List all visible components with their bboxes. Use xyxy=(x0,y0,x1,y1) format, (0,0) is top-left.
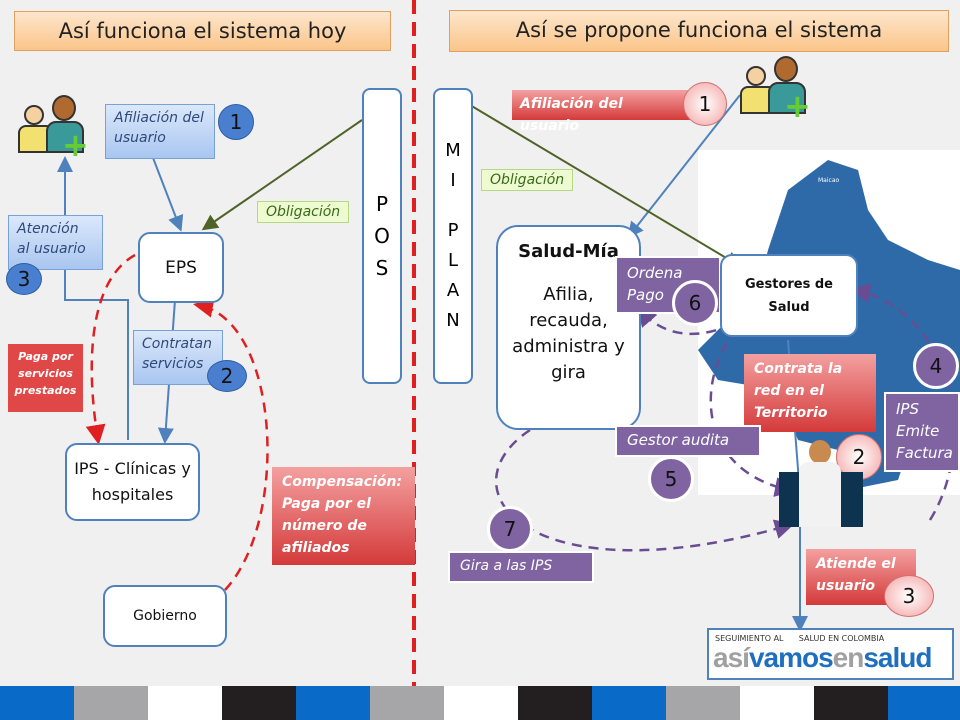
miplan-letter: P xyxy=(447,220,459,241)
logo-tagline: SEGUIMIENTO AL SALUD EN COLOMBIA xyxy=(715,634,885,643)
saludmia-text: Afilia, recauda, administra y gira xyxy=(512,284,625,383)
divider xyxy=(412,0,416,690)
step-1-badge: 1 xyxy=(218,104,254,140)
miplan-letter: L xyxy=(447,250,459,271)
afiliacion-label: Afiliación del usuario xyxy=(105,104,215,159)
left-title: Así funciona el sistema hoy xyxy=(14,11,391,51)
users-icon: + xyxy=(18,95,90,161)
users-icon: + xyxy=(740,56,812,122)
pos-letter: P xyxy=(375,192,389,216)
ips-factura-label: IPS Emite Factura xyxy=(884,392,960,472)
logo-word: en xyxy=(832,642,865,673)
gestores-box: Gestores de Salud xyxy=(720,254,858,337)
asivamosensalud-logo: SEGUIMIENTO AL SALUD EN COLOMBIA asívamo… xyxy=(707,628,954,680)
logo-word: vamos xyxy=(748,642,834,673)
step-2-badge: 2 xyxy=(207,360,247,392)
afiliacion-right-label: Afiliación del usuario xyxy=(512,90,692,134)
right-title: Así se propone funciona el sistema xyxy=(449,10,949,52)
pos-letter: O xyxy=(374,224,390,248)
ips-box: IPS - Clínicas y hospitales xyxy=(65,443,200,521)
miplan-box: M I P L A N xyxy=(433,88,473,384)
step-2-right-badge: 2 xyxy=(836,434,882,480)
step-1-right-badge: 1 xyxy=(683,82,727,126)
gira-label: Gira a las IPS xyxy=(448,551,594,583)
saludmia-title: Salud-Mía xyxy=(518,241,619,262)
pos-letter: S xyxy=(375,256,389,280)
miplan-letter: M xyxy=(445,140,461,161)
doctor-image xyxy=(779,440,863,527)
pos-box: P O S xyxy=(362,88,402,384)
gestor-audita-label: Gestor audita xyxy=(615,425,761,457)
step-4-badge: 4 xyxy=(913,343,959,389)
logo-word: así xyxy=(713,642,750,673)
miplan-letter: A xyxy=(446,280,460,301)
gobierno-box: Gobierno xyxy=(103,585,227,647)
miplan-letter: N xyxy=(446,310,460,331)
step-5-badge: 5 xyxy=(648,456,694,502)
step-3-badge: 3 xyxy=(6,263,42,295)
miplan-letter: I xyxy=(450,170,456,191)
paga-servicios-label: Paga por servicios prestados xyxy=(8,344,83,412)
eps-box: EPS xyxy=(138,232,224,303)
logo-word: salud xyxy=(863,642,932,673)
step-3-right-badge: 3 xyxy=(884,575,934,617)
atencion-label: Atención al usuario xyxy=(8,215,103,270)
obligacion-label: Obligación xyxy=(257,201,350,223)
step-6-badge: 6 xyxy=(672,280,718,326)
map-label: Maicao xyxy=(818,177,839,184)
compensacion-label: Compensación: Paga por el número de afil… xyxy=(272,467,415,565)
contrata-label: Contrata la red en el Territorio xyxy=(744,354,876,432)
step-7-badge: 7 xyxy=(487,506,533,552)
obligacion-right-label: Obligación xyxy=(481,169,574,191)
